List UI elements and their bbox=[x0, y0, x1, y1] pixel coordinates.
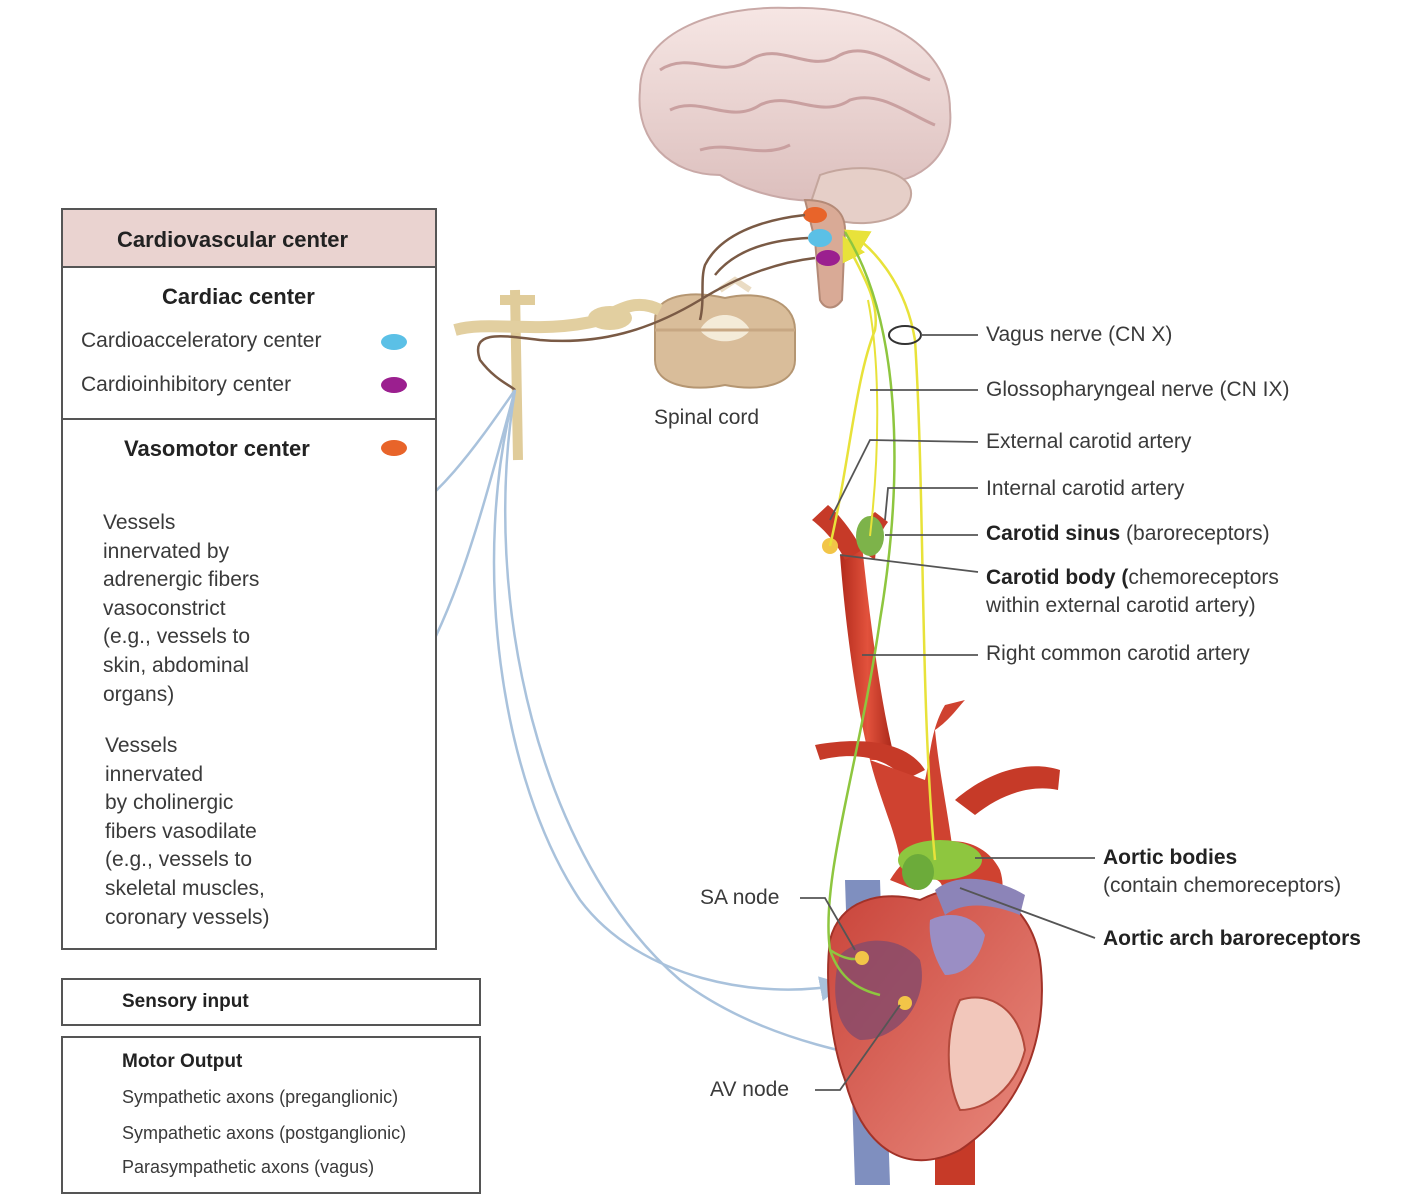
sa-node bbox=[855, 951, 869, 965]
cardiac-center-heading: Cardiac center bbox=[162, 284, 315, 309]
internal-carotid-label: Internal carotid artery bbox=[986, 477, 1185, 500]
cardioacceleratory-label: Cardioacceleratory center bbox=[81, 329, 322, 352]
vasomotor-center-dot bbox=[803, 207, 827, 223]
heart bbox=[827, 840, 1043, 1185]
cardioacceleratory-swatch bbox=[381, 334, 407, 350]
av-node-label: AV node bbox=[710, 1078, 790, 1101]
motor-legend-item: Sympathetic axons (postganglionic) bbox=[122, 1123, 407, 1143]
motor-legend-item: Sympathetic axons (preganglionic) bbox=[122, 1087, 399, 1107]
spinal-cord-label: Spinal cord bbox=[654, 406, 760, 429]
motor-legend-title: Motor Output bbox=[122, 1051, 243, 1072]
carotid-body-label-line2: within external carotid artery) bbox=[986, 594, 1256, 617]
cardioinhibitory-center-dot bbox=[816, 250, 840, 266]
brain bbox=[638, 6, 952, 309]
box-header-title: Cardiovascular center bbox=[117, 227, 349, 252]
external-carotid-label: External carotid artery bbox=[986, 430, 1192, 453]
aortic-bodies-label: Aortic bodies bbox=[1103, 846, 1238, 869]
sensory-path-glosso bbox=[828, 235, 878, 547]
sa-node-label: SA node bbox=[700, 886, 780, 909]
parasympathetic-vagus bbox=[827, 231, 896, 997]
vasodilate-text: Vessels innervated by cholinergic fibers… bbox=[105, 734, 270, 929]
postganglionic-axon-3 bbox=[492, 389, 845, 1001]
cardioinhibitory-swatch bbox=[381, 377, 407, 393]
glossopharyngeal-label: Glossopharyngeal nerve (CN IX) bbox=[986, 378, 1290, 401]
sensory-path-sinus bbox=[867, 299, 879, 537]
box-divider bbox=[63, 418, 435, 420]
motor-legend-item: Parasympathetic axons (vagus) bbox=[122, 1157, 375, 1177]
vagus-nerve-label: Vagus nerve (CN X) bbox=[986, 323, 1173, 346]
preganglionic-axons bbox=[476, 213, 816, 391]
vagus-nerve-ring bbox=[888, 325, 922, 345]
carotid-sinus-label: Carotid sinus (baroreceptors) bbox=[986, 522, 1270, 545]
cardiovascular-center-box bbox=[61, 208, 437, 950]
sympathetic-chain bbox=[500, 289, 535, 461]
vasoconstrict-text: Vessels innervated by adrenergic fibers … bbox=[103, 511, 260, 706]
sensory-legend-box bbox=[61, 978, 481, 1026]
av-node bbox=[898, 996, 912, 1010]
leader-lines bbox=[800, 334, 1096, 1091]
right-common-carotid-label: Right common carotid artery bbox=[986, 642, 1250, 665]
vasomotor-heading: Vasomotor center bbox=[124, 436, 310, 461]
cardioacceleratory-center-dot bbox=[808, 229, 832, 247]
aortic-arch-label: Aortic arch baroreceptors bbox=[1103, 927, 1361, 950]
carotid-body-label: Carotid body (chemoreceptors bbox=[986, 566, 1279, 589]
sensory-path-vagus bbox=[843, 229, 937, 861]
motor-legend-box bbox=[61, 1036, 481, 1194]
spinal-cord bbox=[654, 276, 796, 389]
aortic-bodies-sublabel: (contain chemoreceptors) bbox=[1103, 874, 1342, 897]
nerve-root bbox=[453, 298, 663, 336]
box-header bbox=[63, 210, 435, 268]
vasomotor-swatch bbox=[381, 440, 407, 456]
sensory-legend-label: Sensory input bbox=[122, 991, 249, 1012]
cardioinhibitory-label: Cardioinhibitory center bbox=[81, 373, 292, 396]
